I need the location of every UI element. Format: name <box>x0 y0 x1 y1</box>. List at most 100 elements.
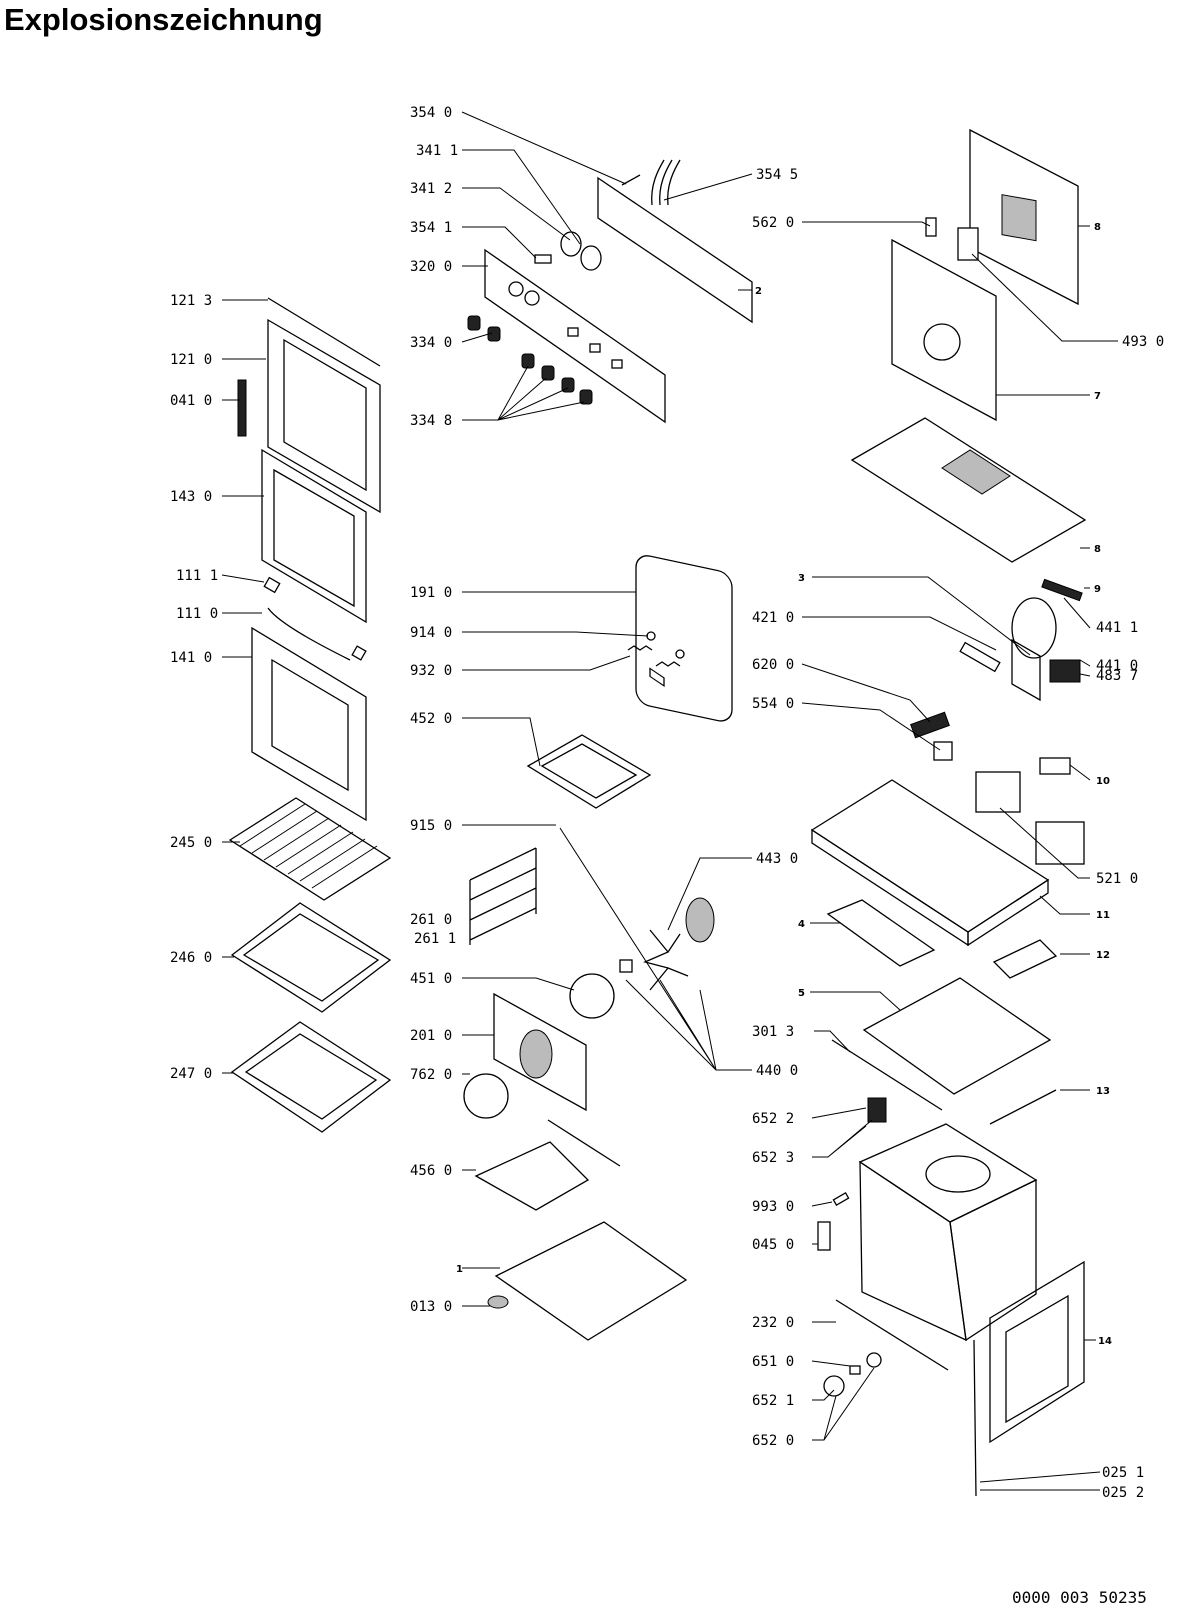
cover-disc <box>463 1073 509 1119</box>
back-panel <box>969 128 1079 306</box>
label-521-0: 521 0 <box>1096 871 1138 887</box>
label-13: 13 <box>1096 1086 1110 1097</box>
label-141-0: 141 0 <box>170 650 212 666</box>
part-labels: 354 0 341 1 341 2 354 1 320 0 334 0 334 … <box>170 105 1164 1501</box>
door-frame <box>267 318 381 514</box>
label-341-2: 341 2 <box>410 181 452 197</box>
label-320-0: 320 0 <box>410 259 452 275</box>
label-932-0: 932 0 <box>410 663 452 679</box>
fascia-window <box>589 343 601 353</box>
door-top-strip <box>267 297 381 367</box>
rear-wall-fan-hole <box>923 323 961 361</box>
bracket-plate <box>1011 638 1041 702</box>
grill-rack-bars <box>239 803 378 889</box>
grill-element <box>526 734 652 809</box>
bottom-plate <box>494 1221 688 1341</box>
label-483-7: 483 7 <box>1096 668 1138 684</box>
label-914-0: 914 0 <box>410 625 452 641</box>
lower-element <box>474 1141 590 1211</box>
label-232-0: 232 0 <box>752 1315 794 1331</box>
label-247-0: 247 0 <box>170 1066 212 1082</box>
hinge-clip <box>351 645 367 661</box>
label-121-0: 121 0 <box>170 352 212 368</box>
label-111-0: 111 0 <box>176 606 218 622</box>
label-10: 10 <box>1096 776 1110 787</box>
label-652-2: 652 2 <box>752 1111 794 1127</box>
label-121-3: 121 3 <box>170 293 212 309</box>
pin <box>534 254 552 264</box>
knob <box>521 353 535 369</box>
rear-wall <box>891 238 997 422</box>
switch-box <box>1035 821 1085 865</box>
hinge-clip <box>263 576 281 594</box>
label-1: 1 <box>456 1264 463 1275</box>
bracket <box>925 217 937 237</box>
cavity-front <box>859 1160 967 1342</box>
label-3: 3 <box>798 573 805 584</box>
label-354-1: 354 1 <box>410 220 452 236</box>
front-fascia <box>484 248 666 424</box>
top-cover <box>850 417 1087 563</box>
control-panel-rear <box>597 176 753 324</box>
control-panel-group <box>467 159 753 687</box>
chassis-front <box>811 828 969 947</box>
bushing <box>619 959 633 973</box>
label-993-0: 993 0 <box>752 1199 794 1215</box>
fascia-window <box>567 327 579 337</box>
label-554-0: 554 0 <box>752 696 794 712</box>
label-452-0: 452 0 <box>410 711 452 727</box>
fascia-hole <box>524 290 540 306</box>
shelf-support <box>469 847 537 945</box>
baking-tray-inner <box>242 913 380 1002</box>
rod-13 <box>989 1089 1057 1125</box>
label-443-0: 443 0 <box>756 851 798 867</box>
label-354-0: 354 0 <box>410 105 452 121</box>
label-341-1: 341 1 <box>416 143 458 159</box>
outer-glass <box>251 626 367 822</box>
label-8: 8 <box>1094 544 1101 555</box>
label-620-0: 620 0 <box>752 657 794 673</box>
thermal-fuse <box>933 741 953 761</box>
label-762-0: 762 0 <box>410 1067 452 1083</box>
label-041-0: 041 0 <box>170 393 212 409</box>
deep-tray <box>230 1021 392 1133</box>
knob <box>467 315 481 331</box>
nut <box>646 631 656 641</box>
door-frame-window <box>283 338 367 492</box>
label-354-5: 354 5 <box>756 167 798 183</box>
fan-motor <box>685 897 715 943</box>
label-261-0: 261 0 <box>410 912 452 928</box>
label-025-1: 025 1 <box>1102 1465 1144 1481</box>
relay-box <box>957 227 979 261</box>
fan-bracket <box>1041 578 1083 602</box>
switch-652 <box>867 1097 887 1123</box>
label-14: 14 <box>1098 1336 1112 1347</box>
lamp-cover <box>823 1375 845 1397</box>
label-245-0: 245 0 <box>170 835 212 851</box>
hinge-rod <box>267 607 351 661</box>
side-trim <box>973 1339 977 1497</box>
inner-glass <box>261 448 367 624</box>
label-652-1: 652 1 <box>752 1393 794 1409</box>
deep-tray-inner <box>244 1033 378 1120</box>
fascia-window <box>611 359 623 369</box>
label-11: 11 <box>1096 910 1110 921</box>
terminal-block <box>1049 659 1081 683</box>
connector <box>1039 757 1071 775</box>
label-191-0: 191 0 <box>410 585 452 601</box>
nut <box>675 649 685 659</box>
cavity-fan-opening <box>925 1155 991 1193</box>
thermostat-disc <box>580 245 602 271</box>
knob <box>579 389 593 405</box>
grill-element-inner <box>540 743 638 799</box>
plate-5 <box>862 977 1052 1095</box>
label-143-0: 143 0 <box>170 489 212 505</box>
label-493-0: 493 0 <box>1122 334 1164 350</box>
side-duct <box>826 899 936 967</box>
middle-group <box>463 555 733 1341</box>
right-group <box>810 128 1087 1497</box>
label-915-0: 915 0 <box>410 818 452 834</box>
inner-glass-pane <box>273 468 355 608</box>
fan-blade <box>643 929 689 991</box>
